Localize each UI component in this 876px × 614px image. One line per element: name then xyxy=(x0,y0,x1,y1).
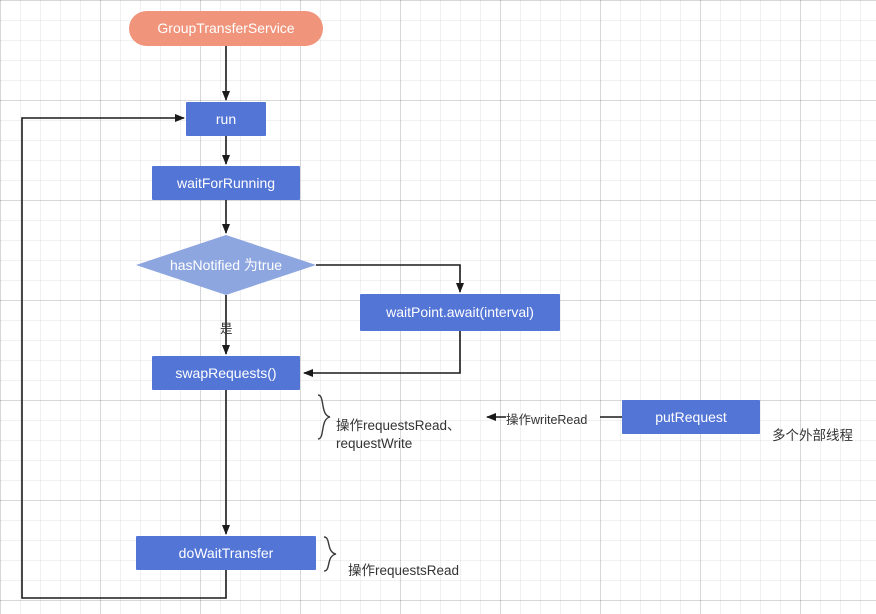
node-has-notified-decision[interactable]: hasNotified 为true xyxy=(136,235,316,295)
node-do-wait-transfer[interactable]: doWaitTransfer xyxy=(136,536,316,570)
node-group-transfer-service[interactable]: GroupTransferService xyxy=(129,11,323,46)
edge-label-write-read: 操作writeRead xyxy=(506,413,588,427)
edge-label-yes: 是 xyxy=(220,322,233,336)
node-label: swapRequests() xyxy=(175,364,277,381)
node-put-request[interactable]: putRequest xyxy=(622,400,760,434)
node-label: run xyxy=(215,110,237,127)
brace-swap-requests xyxy=(317,394,331,440)
brace-do-wait-transfer xyxy=(323,536,337,572)
node-label: hasNotified 为true xyxy=(169,257,283,273)
node-label: GroupTransferService xyxy=(157,20,295,37)
node-wait-point-await[interactable]: waitPoint.await(interval) xyxy=(360,294,560,331)
node-label: doWaitTransfer xyxy=(178,544,274,561)
node-label: waitForRunning xyxy=(176,174,276,191)
node-run[interactable]: run xyxy=(186,102,266,136)
edge-waitpoint-to-swaprequests xyxy=(303,331,461,377)
diamond-shape xyxy=(136,235,316,295)
node-wait-for-running[interactable]: waitForRunning xyxy=(152,166,300,200)
node-label: putRequest xyxy=(655,408,727,425)
annotation-external-threads: 多个外部线程 xyxy=(772,428,853,444)
annotation-do-wait-transfer: 操作requestsRead xyxy=(348,563,460,579)
node-label: waitPoint.await(interval) xyxy=(386,304,534,321)
node-swap-requests[interactable]: swapRequests() xyxy=(152,356,300,390)
annotation-swap-requests: 操作requestsRead、 requestWrite xyxy=(336,418,461,452)
edge-decision-to-waitpoint xyxy=(316,264,464,293)
